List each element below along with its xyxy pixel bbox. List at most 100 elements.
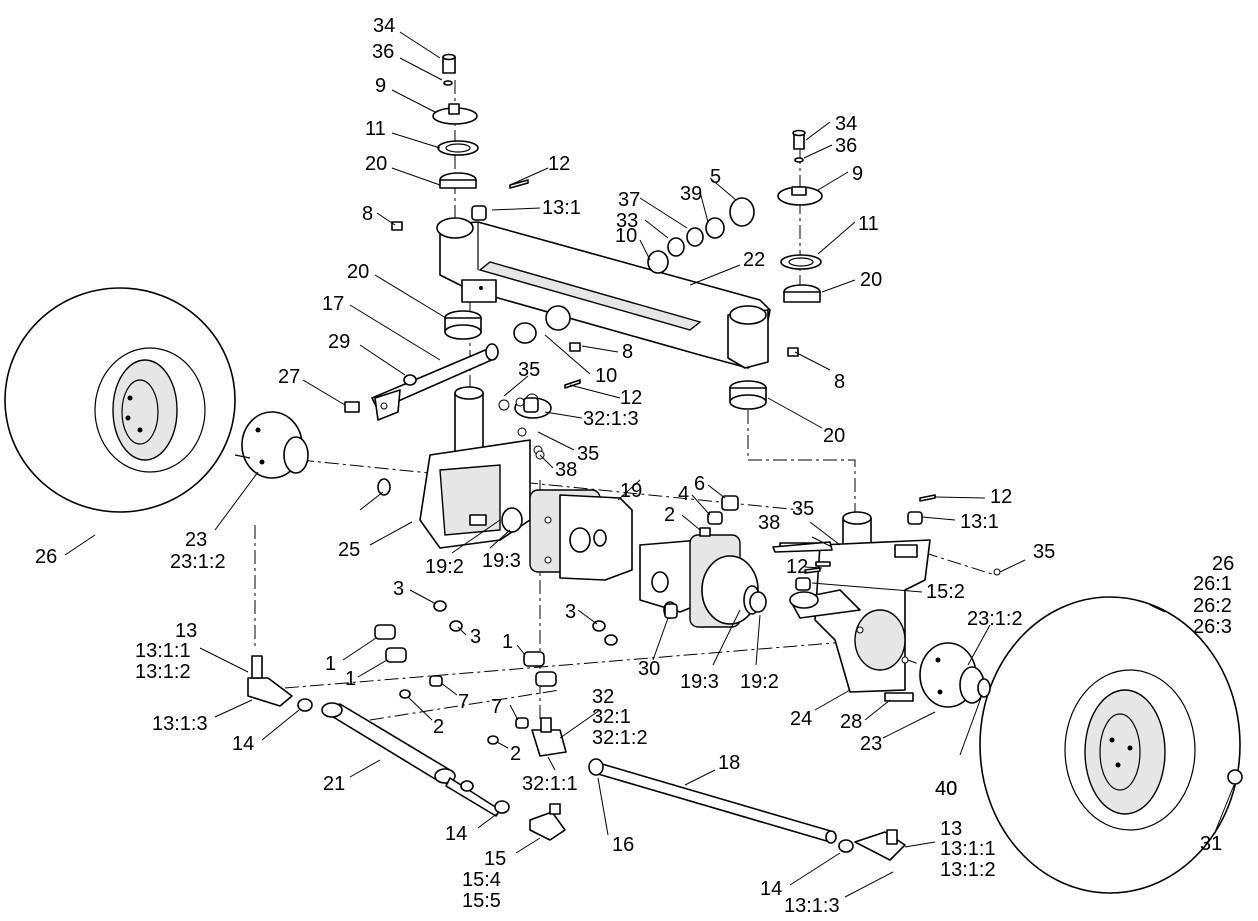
callout-26: 26 — [35, 546, 57, 568]
right-spindle — [779, 511, 931, 702]
callout-26-2: 26:2 — [1193, 595, 1232, 617]
callout-3: 3 — [470, 626, 481, 648]
callout-14: 14 — [445, 823, 467, 845]
callout-20: 20 — [860, 269, 882, 291]
callout-19-3: 19:3 — [482, 550, 521, 572]
callout-10: 10 — [615, 225, 637, 247]
callout-23-group: 23 23:1:2 — [170, 529, 226, 573]
callout-39: 39 — [680, 183, 702, 205]
callout-5: 5 — [710, 166, 721, 188]
fittings — [374, 399, 1001, 745]
callout-18: 18 — [718, 752, 740, 774]
hydraulic-motor-right — [639, 534, 767, 628]
hydraulic-motor-left — [501, 489, 633, 581]
callout-1: 1 — [345, 668, 356, 690]
right-hub — [919, 642, 991, 708]
callout-3: 3 — [565, 601, 576, 623]
callout-20: 20 — [823, 425, 845, 447]
callout-33: 33 — [616, 210, 638, 232]
callout-32-1-3: 32:1:3 — [583, 408, 639, 430]
callout-26-group: 26 26:1 26:2 26:3 — [1193, 553, 1234, 638]
callout-1: 1 — [502, 631, 513, 653]
callout-32-1-1: 32:1:1 — [522, 773, 578, 795]
callout-26-3: 26:3 — [1193, 616, 1232, 638]
callout-8: 8 — [834, 371, 845, 393]
callout-32: 32 — [592, 686, 614, 708]
callout-16: 16 — [612, 834, 634, 856]
callout-15: 15 — [484, 848, 506, 870]
callout-37: 37 — [618, 189, 640, 211]
callout-13-1-3: 13:1:3 — [152, 713, 208, 735]
callout-11: 11 — [858, 213, 879, 235]
callout-38: 38 — [758, 512, 780, 534]
callout-15-4: 15:4 — [462, 869, 501, 891]
callout-21: 21 — [323, 773, 345, 795]
callout-31: 31 — [1200, 833, 1222, 855]
callout-40: 40 — [935, 778, 957, 800]
callout-8: 8 — [622, 341, 633, 363]
callout-27: 27 — [278, 366, 300, 388]
callout-35: 35 — [792, 498, 814, 520]
left-tire — [4, 287, 236, 513]
washers — [377, 179, 936, 591]
callout-13-1-1: 13:1:1 — [135, 640, 191, 662]
callout-12: 12 — [620, 387, 642, 409]
callout-13-group-left: 13 13:1:1 13:1:2 — [135, 620, 197, 683]
callout-6: 6 — [694, 473, 705, 495]
callout-32-group: 32 32:1 32:1:2 — [592, 686, 648, 749]
callout-28: 28 — [840, 711, 862, 733]
callout-30: 30 — [638, 658, 660, 680]
callout-9: 9 — [375, 75, 386, 97]
callout-11: 11 — [365, 118, 386, 140]
callout-13: 13 — [175, 620, 197, 642]
callout-12: 12 — [786, 556, 808, 578]
callout-15-5: 15:5 — [462, 890, 501, 912]
steering-cylinder — [321, 702, 501, 817]
callout-36: 36 — [835, 135, 857, 157]
callout-7: 7 — [491, 696, 502, 718]
axle-beam — [436, 217, 771, 369]
callout-13-1-2: 13:1:2 — [135, 661, 191, 683]
callout-19-3: 19:3 — [680, 671, 719, 693]
callout-13-1-3: 13:1:3 — [784, 895, 840, 917]
callout-32-1-2: 32:1:2 — [592, 727, 648, 749]
kingpin-stack-right — [729, 129, 823, 410]
tie-rod-ends — [247, 655, 1243, 861]
callout-22: 22 — [743, 249, 765, 271]
callout-2: 2 — [664, 504, 675, 526]
callout-13-1-1: 13:1:1 — [940, 838, 996, 860]
callout-20: 20 — [365, 153, 387, 175]
callout-32-1: 32:1 — [592, 706, 631, 728]
tie-rod — [588, 758, 837, 844]
callout-40: 40 — [935, 778, 957, 800]
callout-26: 26 — [1212, 553, 1234, 575]
right-tire — [979, 596, 1241, 894]
callout-34: 34 — [373, 15, 395, 37]
callout-29: 29 — [328, 331, 350, 353]
callout-19-2: 19:2 — [425, 556, 464, 578]
callout-7: 7 — [458, 691, 469, 713]
callout-14: 14 — [232, 733, 254, 755]
callout-1: 1 — [325, 653, 336, 675]
callout-23-1-2: 23:1:2 — [170, 551, 226, 573]
callout-19: 19 — [620, 480, 642, 502]
callout-25: 25 — [338, 539, 360, 561]
callout-labels: 34 36 9 11 20 12 13:1 8 20 17 29 27 35 1… — [35, 15, 1234, 917]
callout-13-1: 13:1 — [960, 511, 999, 533]
callout-2: 2 — [433, 716, 444, 738]
callout-15-group: 15 15:4 15:5 — [462, 848, 506, 912]
callout-23: 23 — [185, 529, 207, 551]
callout-20: 20 — [347, 261, 369, 283]
callout-19-2: 19:2 — [740, 671, 779, 693]
callout-23: 23 — [860, 733, 882, 755]
callout-8: 8 — [362, 203, 373, 225]
callout-3: 3 — [393, 578, 404, 600]
callout-2: 2 — [510, 743, 521, 765]
callout-34: 34 — [835, 113, 857, 135]
callout-35: 35 — [1033, 541, 1055, 563]
callout-12: 12 — [990, 486, 1012, 508]
callout-38: 38 — [555, 459, 577, 481]
callout-36: 36 — [372, 41, 394, 63]
callout-23-1-2: 23:1:2 — [967, 608, 1023, 630]
